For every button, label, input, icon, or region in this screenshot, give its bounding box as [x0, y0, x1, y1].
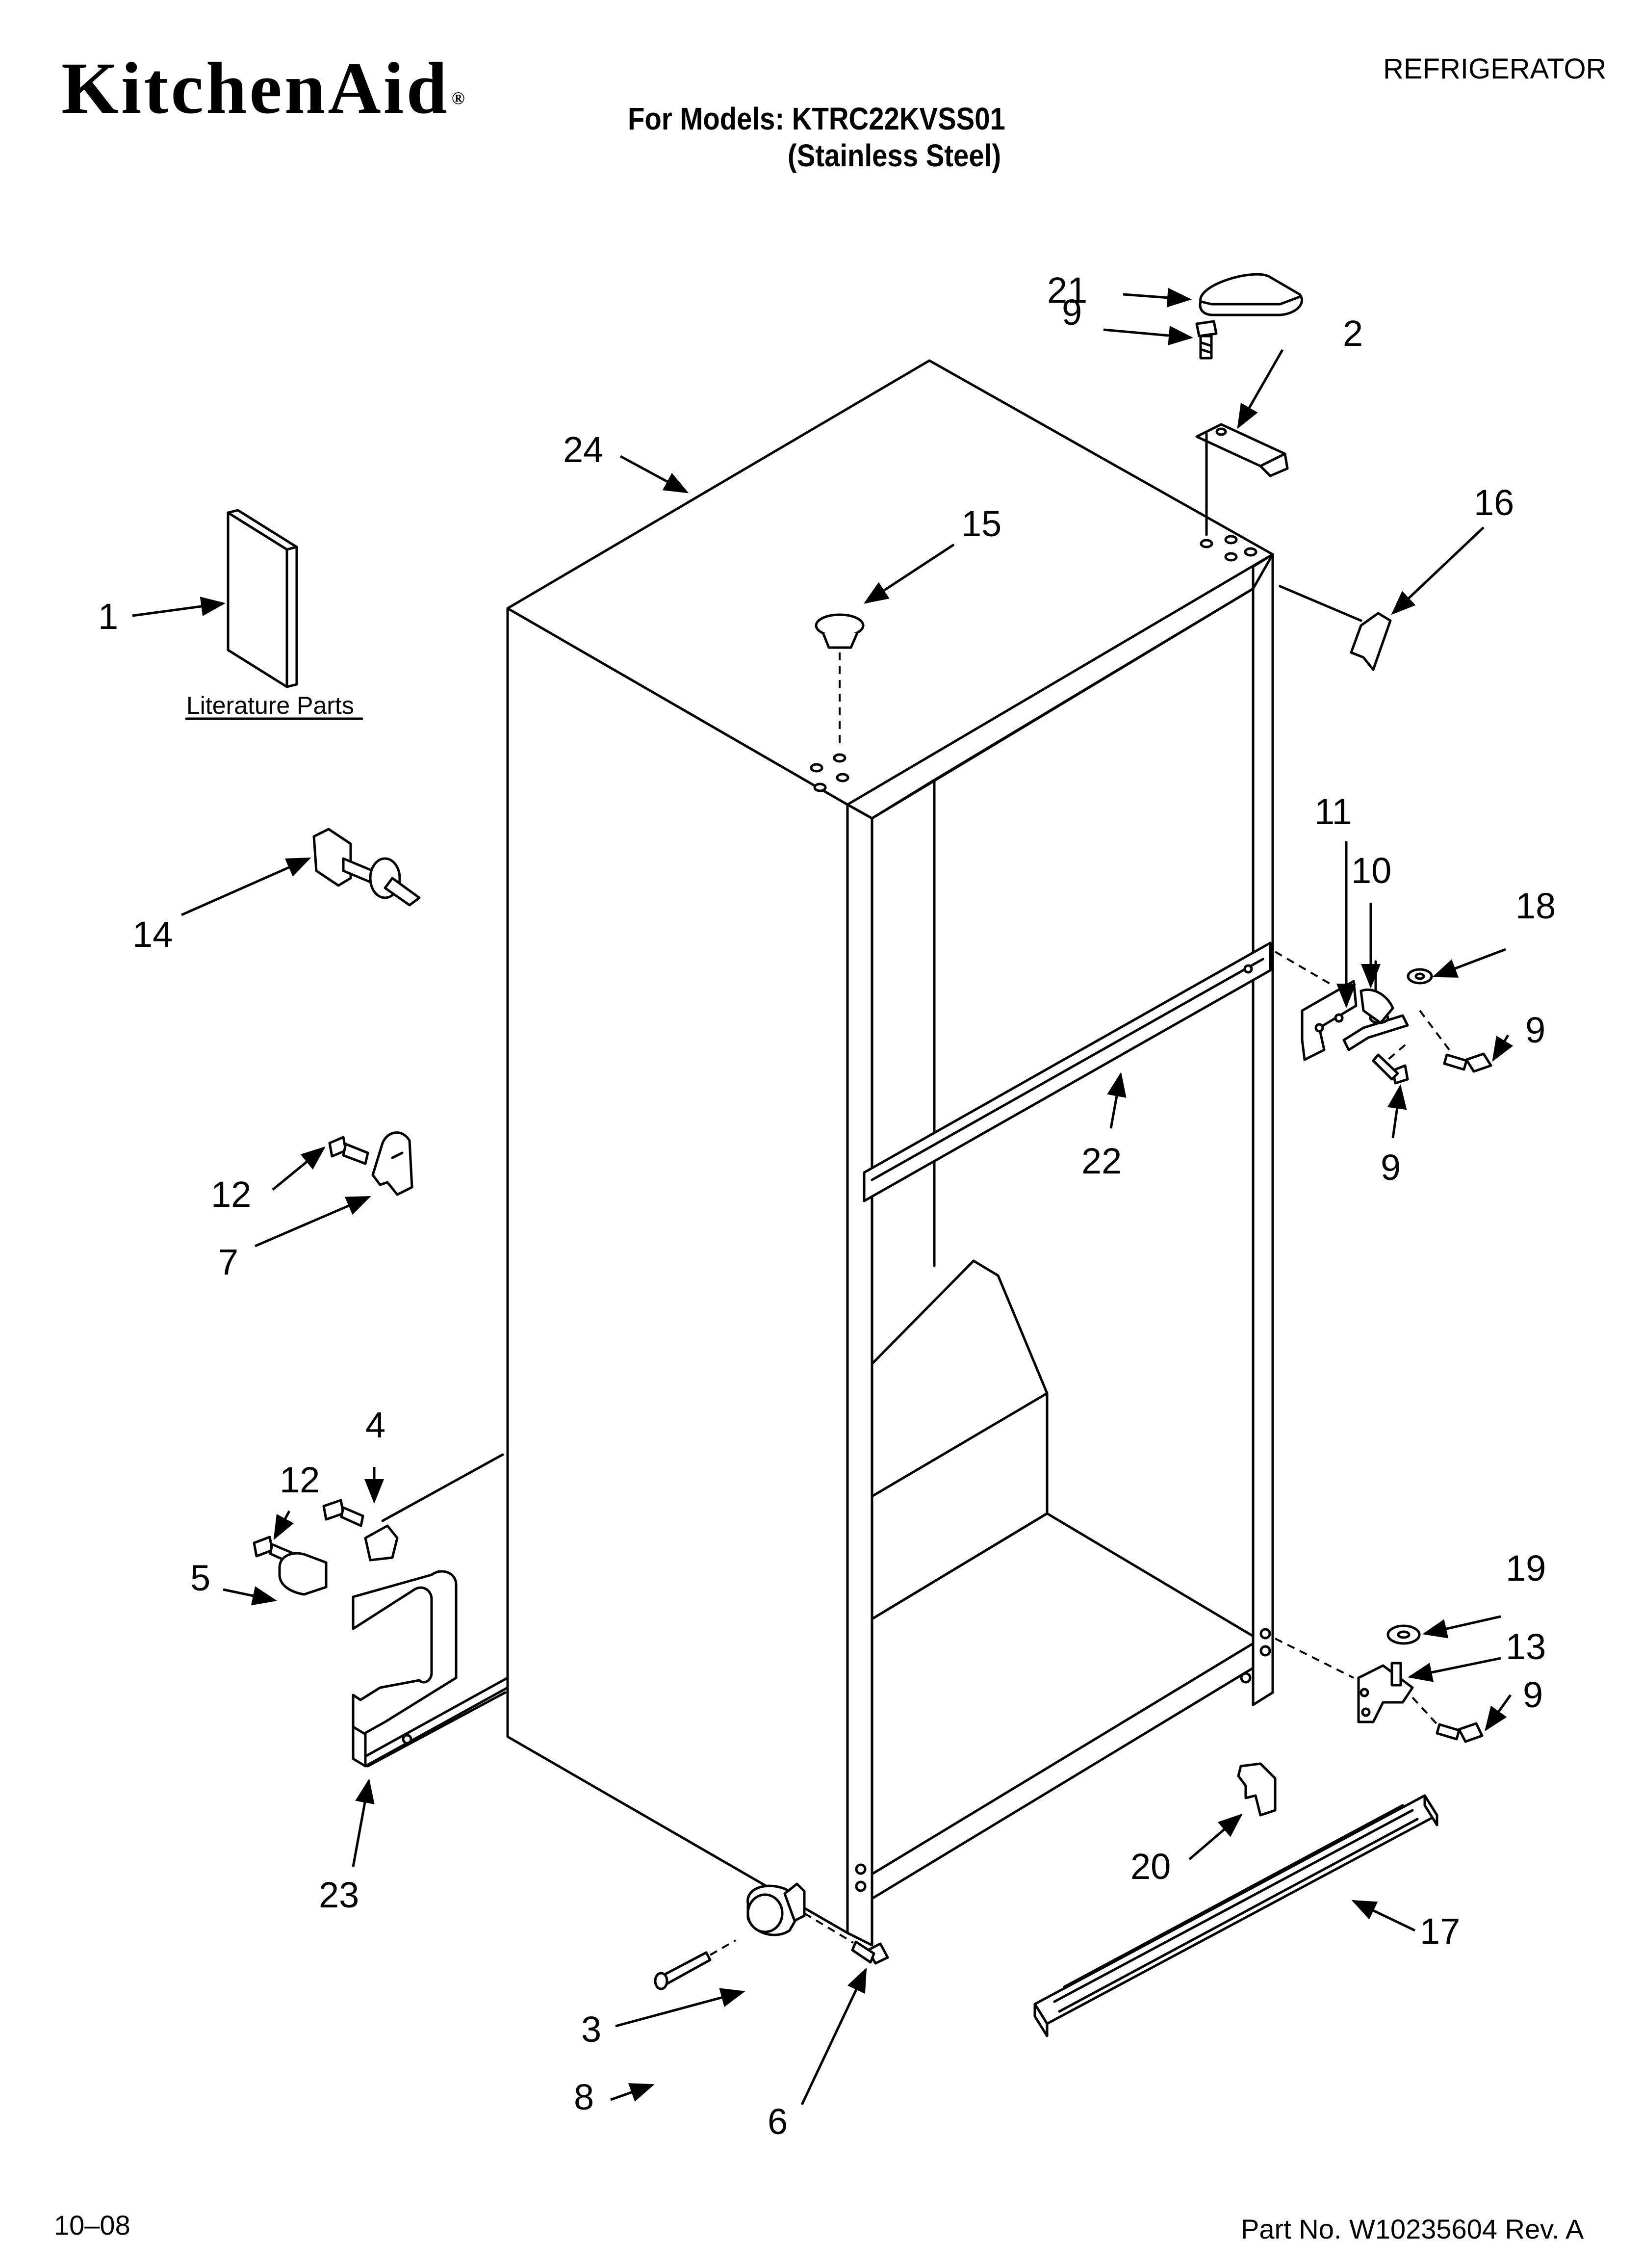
callout-17: 17	[1420, 1911, 1460, 1952]
literature-parts-booklet	[227, 509, 298, 688]
callout-12-upper: 12	[211, 1174, 251, 1215]
callout-15: 15	[961, 503, 1001, 544]
brand-logo: KitchenAid®	[61, 48, 467, 129]
center-hinge	[1274, 951, 1492, 1085]
revision-date: 10–08	[54, 2210, 130, 2241]
grille-clip	[1237, 1762, 1277, 1817]
callout-5: 5	[190, 1558, 210, 1598]
mullion-divider	[863, 941, 1272, 1202]
callout-12-lower: 12	[280, 1460, 320, 1500]
hinge-screw-top	[1195, 320, 1218, 360]
front-roller-assembly	[654, 1882, 889, 1990]
callout-16: 16	[1474, 482, 1514, 523]
callout-6: 6	[768, 2101, 788, 2142]
callout-21: 21	[1047, 270, 1087, 311]
callout-13: 13	[1506, 1626, 1546, 1667]
part-number: Part No. W10235604 Rev. A	[1241, 2214, 1584, 2244]
wire-guide	[1279, 585, 1392, 671]
callout-18: 18	[1515, 886, 1556, 926]
callout-24: 24	[563, 429, 603, 470]
callout-9-top: 9	[1062, 292, 1082, 333]
callout-22: 22	[1081, 1141, 1122, 1181]
literature-parts-label: Literature Parts	[186, 692, 354, 719]
leader-arrows	[132, 287, 1514, 2106]
callout-19: 19	[1506, 1548, 1546, 1589]
callout-7: 7	[218, 1242, 238, 1282]
door-stop	[312, 828, 421, 907]
cabinet-plug	[815, 613, 865, 746]
callout-9-center-bottom: 9	[1381, 1147, 1401, 1188]
callout-20: 20	[1130, 1846, 1171, 1887]
callout-2: 2	[1343, 313, 1363, 354]
callout-9-center-right: 9	[1525, 1010, 1545, 1050]
models-finish: (Stainless Steel)	[788, 138, 1001, 173]
callout-10: 10	[1351, 850, 1391, 891]
upper-door-closure	[328, 1131, 413, 1196]
models-line: For Models: KTRC22KVSS01	[628, 101, 1005, 136]
lower-left-hinge-parts	[253, 1453, 509, 1768]
callout-1: 1	[98, 596, 118, 637]
cabinet-wrapper	[506, 359, 1274, 1947]
appliance-category: REFRIGERATOR	[1383, 53, 1607, 85]
bottom-hinge	[1275, 1624, 1484, 1743]
callout-3: 3	[581, 2009, 601, 2050]
callout-4: 4	[365, 1405, 385, 1445]
top-hinge-cover	[1199, 273, 1303, 316]
callout-labels: 1 2 3 4 5 6 7 8 9 9 9 9 10 11 12 12 13 1…	[98, 270, 1556, 2142]
callout-23: 23	[319, 1875, 359, 1915]
callout-11: 11	[1314, 791, 1352, 832]
callout-8: 8	[574, 2077, 594, 2117]
top-hinge	[1195, 423, 1289, 536]
base-grille	[1033, 1794, 1438, 2037]
callout-14: 14	[132, 914, 173, 955]
callout-9-bottom: 9	[1523, 1674, 1543, 1715]
